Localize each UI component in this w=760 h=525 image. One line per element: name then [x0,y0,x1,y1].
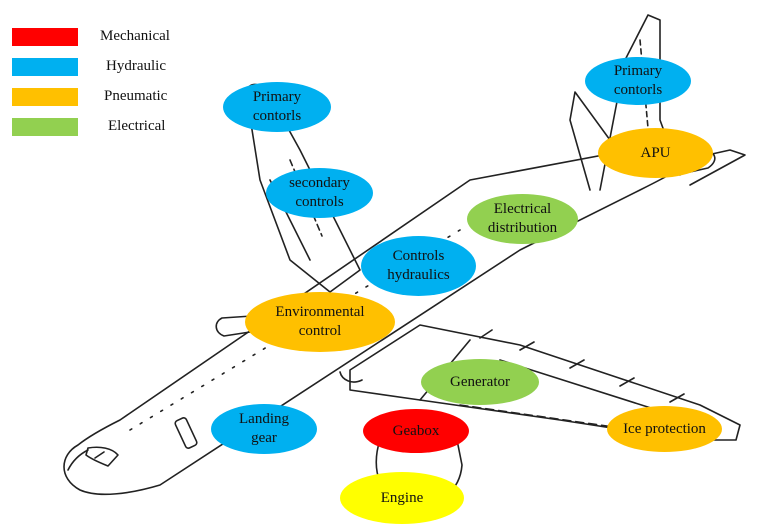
legend-label-mechanical: Mechanical [100,28,170,44]
legend-swatch-pneumatic [12,88,78,106]
node-secondary-controls: secondary controls [266,168,373,218]
node-landing-gear: Landing gear [211,404,317,454]
node-label: Engine [380,489,424,506]
legend-swatch-hydraulic [12,58,78,76]
node-label: Primary contorls [252,89,302,124]
node-controls-hydraulics: Controls hydraulics [361,236,476,296]
node-label: Generator [450,373,510,390]
node-ice-protection: Ice protection [607,406,722,452]
node-generator: Generator [421,359,539,405]
node-label: secondary controls [289,175,350,210]
node-label: Primary contorls [613,63,663,98]
node-apu: APU [598,128,713,178]
node-label: APU [640,144,671,161]
legend-label-pneumatic: Pneumatic [104,88,168,104]
node-electrical-distribution: Electrical distribution [467,194,578,244]
legend-swatch-mechanical [12,28,78,46]
legend-label-electrical: Electrical [108,118,166,134]
node-label: Geabox [392,422,440,439]
node-gearbox: Geabox [363,409,469,453]
node-engine: Engine [340,472,464,524]
node-primary-controls-tail: Primary contorls [585,57,691,105]
node-label: Environmental control [275,304,365,339]
node-label: Controls hydraulics [387,248,450,283]
node-environmental-control: Environmental control [245,292,395,352]
node-primary-controls-wing: Primary contorls [223,82,331,132]
node-label: Electrical distribution [487,201,558,236]
node-label: Ice protection [623,420,706,437]
node-label: Landing gear [239,411,289,446]
legend-label-hydraulic: Hydraulic [106,58,166,74]
legend-swatch-electrical [12,118,78,136]
